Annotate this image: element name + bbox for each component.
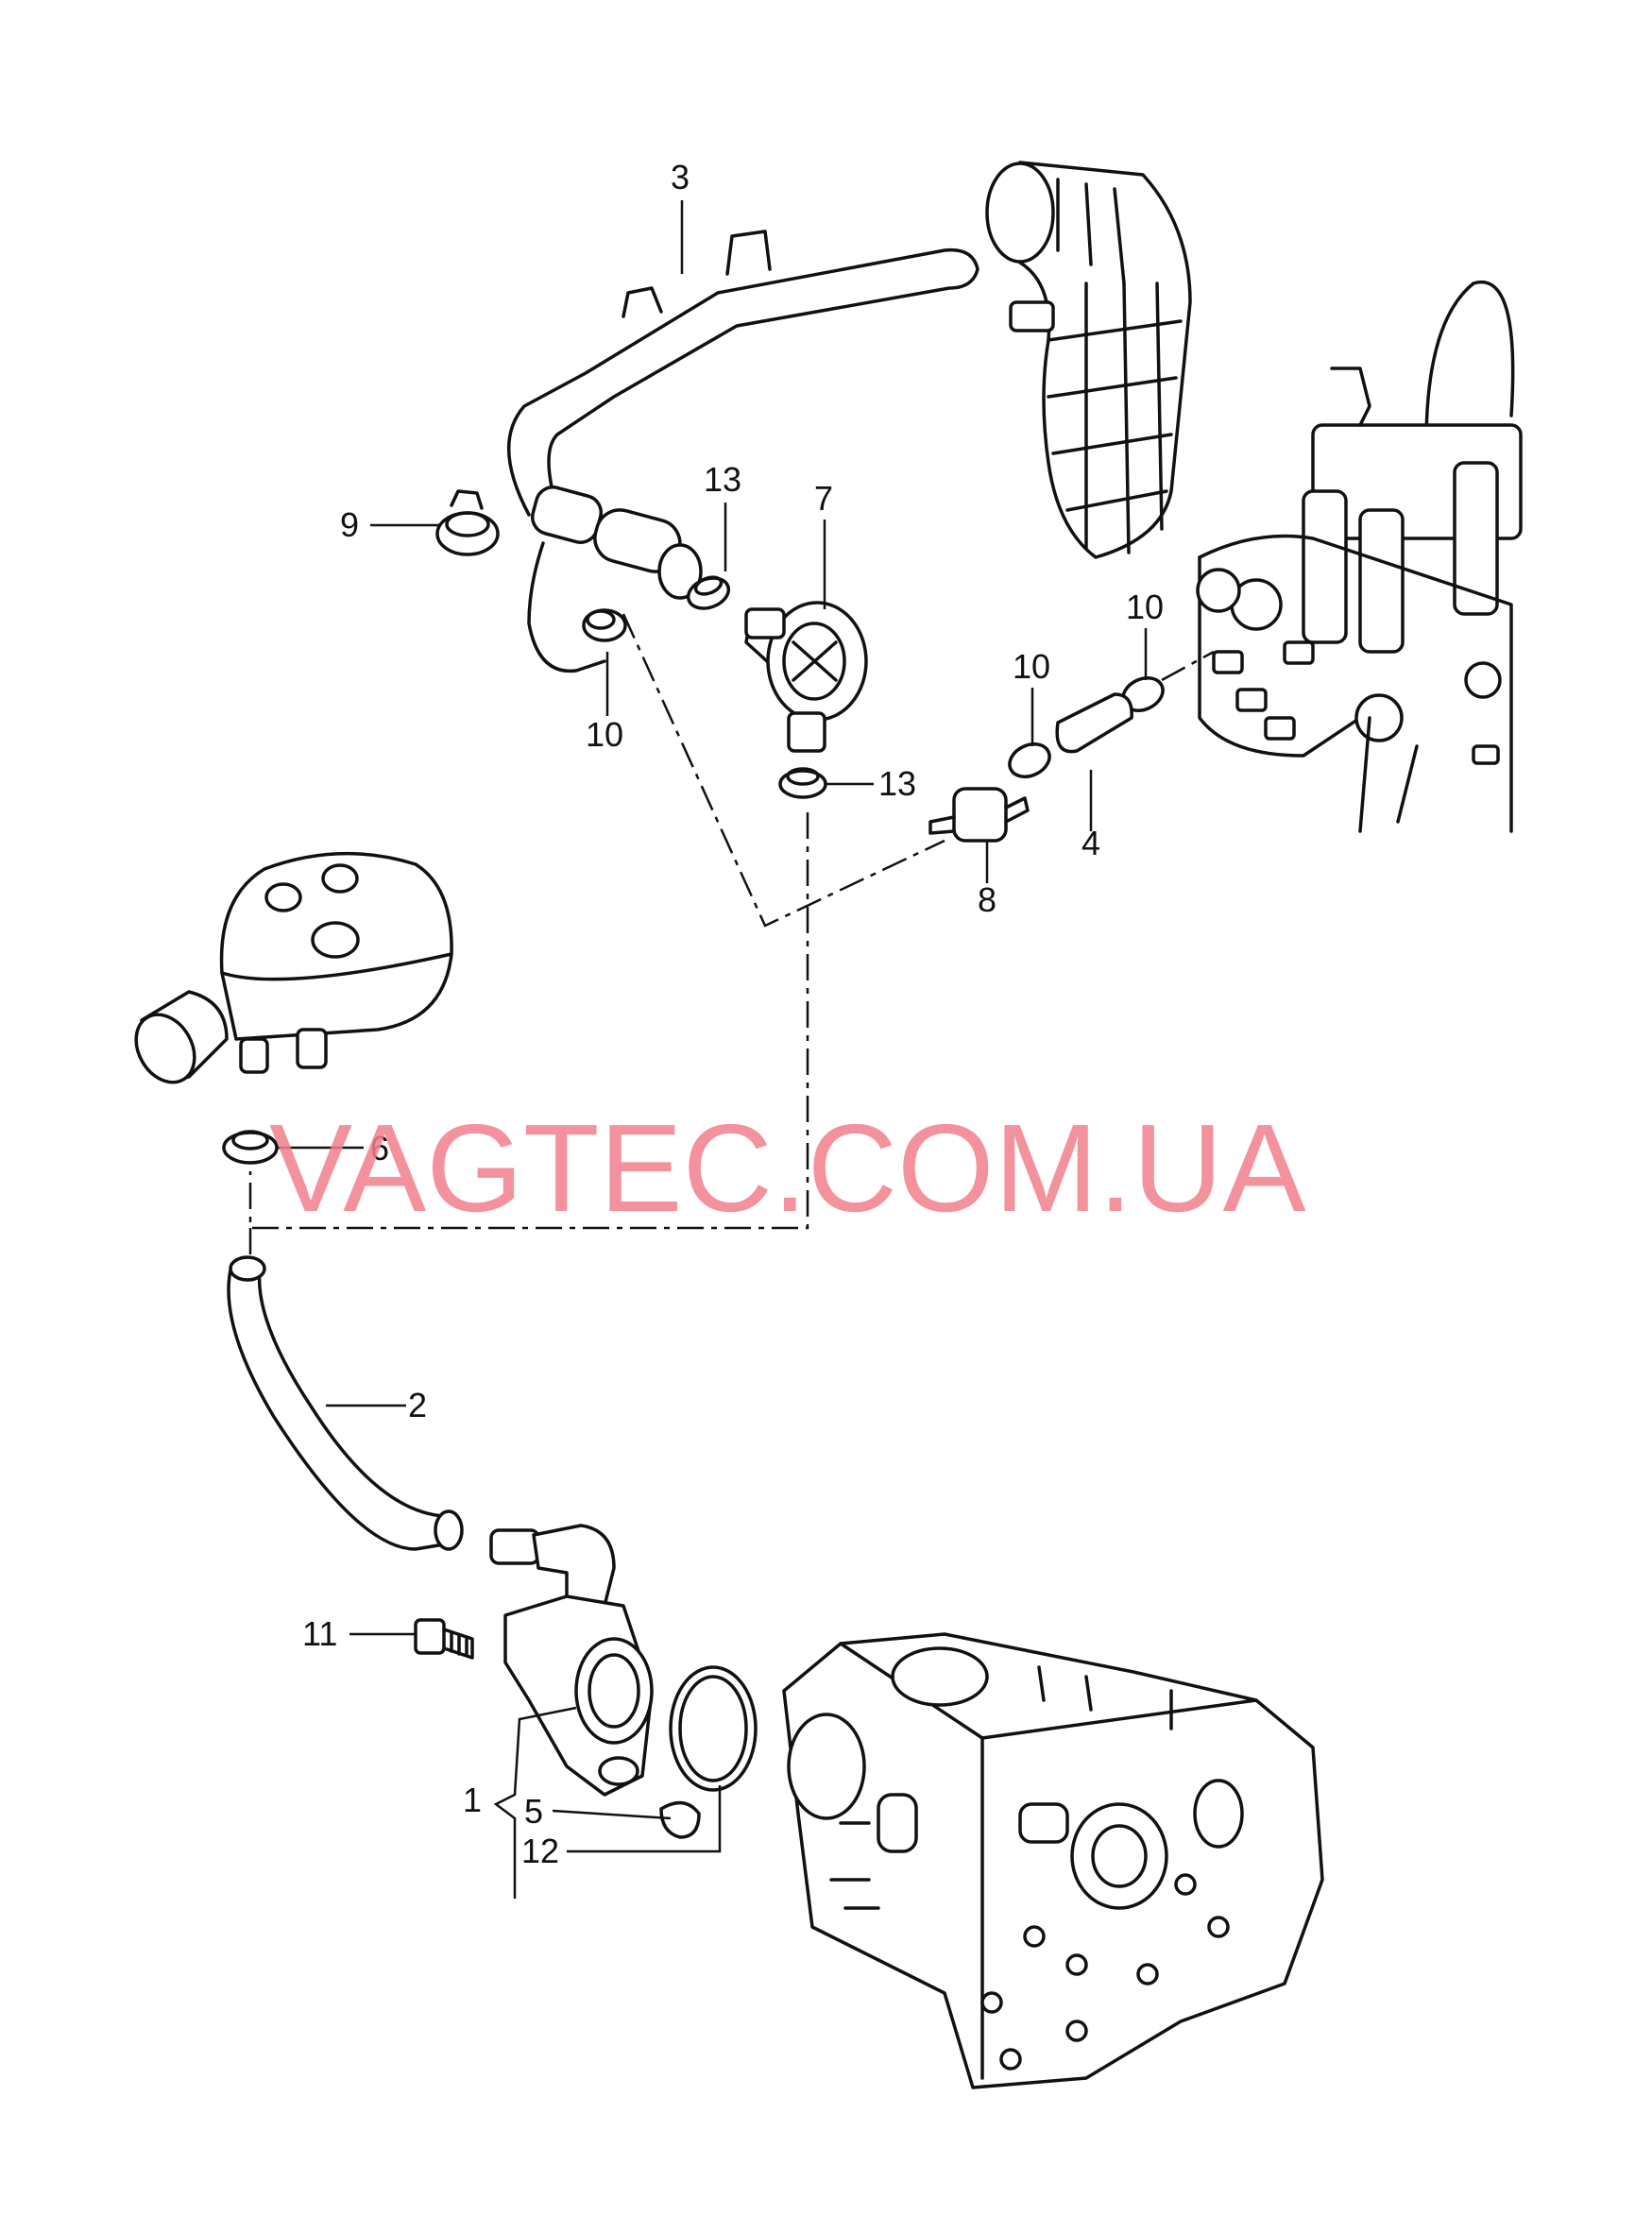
callout-2: 2 [408,1386,427,1424]
housing-part-1 [489,1524,654,1797]
callout-8: 8 [978,880,996,919]
leader-lines [276,200,1148,1899]
callout-10-right: 10 [1126,588,1164,626]
routing-lines [248,613,1215,1261]
callout-10-middle: 10 [1013,647,1050,686]
callout-13-lower: 13 [878,764,916,803]
hose-part-4 [1055,692,1133,754]
callout-6: 6 [370,1129,389,1168]
callout-1: 1 [463,1781,482,1819]
engine-block [782,1632,1324,2089]
clamp-part-10-middle [1008,742,1051,778]
bolt-part-11 [414,1618,474,1660]
callout-13-upper: 13 [704,460,741,499]
clamp-part-9 [435,489,500,556]
clamp-part-13-lower [778,767,827,799]
watermark: VAGTEC.COM.UA [269,1099,1306,1237]
callout-5: 5 [524,1792,543,1831]
intake-hose [985,161,1192,559]
check-valve-part-8 [928,787,1030,843]
callout-12: 12 [521,1832,559,1870]
oil-separator [134,851,453,1084]
callout-11: 11 [302,1614,337,1653]
callout-9: 9 [340,505,359,544]
o-ring-part-12 [669,1665,758,1792]
callout-7: 7 [814,479,833,518]
hose-part-2 [227,1255,464,1551]
callout-10-left: 10 [586,715,623,754]
clamp-part-13-upper [686,575,731,610]
callout-3: 3 [671,158,690,196]
pressure-valve-part-7 [744,601,868,753]
engine-head-top-right [1196,280,1523,833]
callout-4: 4 [1081,824,1100,862]
callout-labels: 3 9 13 7 10 10 10 13 4 8 6 2 11 1 5 12 [302,158,1164,1870]
clamp-part-10-left [582,608,627,642]
breather-hose-part-3 [507,230,979,673]
gasket-part-5 [659,1800,701,1839]
